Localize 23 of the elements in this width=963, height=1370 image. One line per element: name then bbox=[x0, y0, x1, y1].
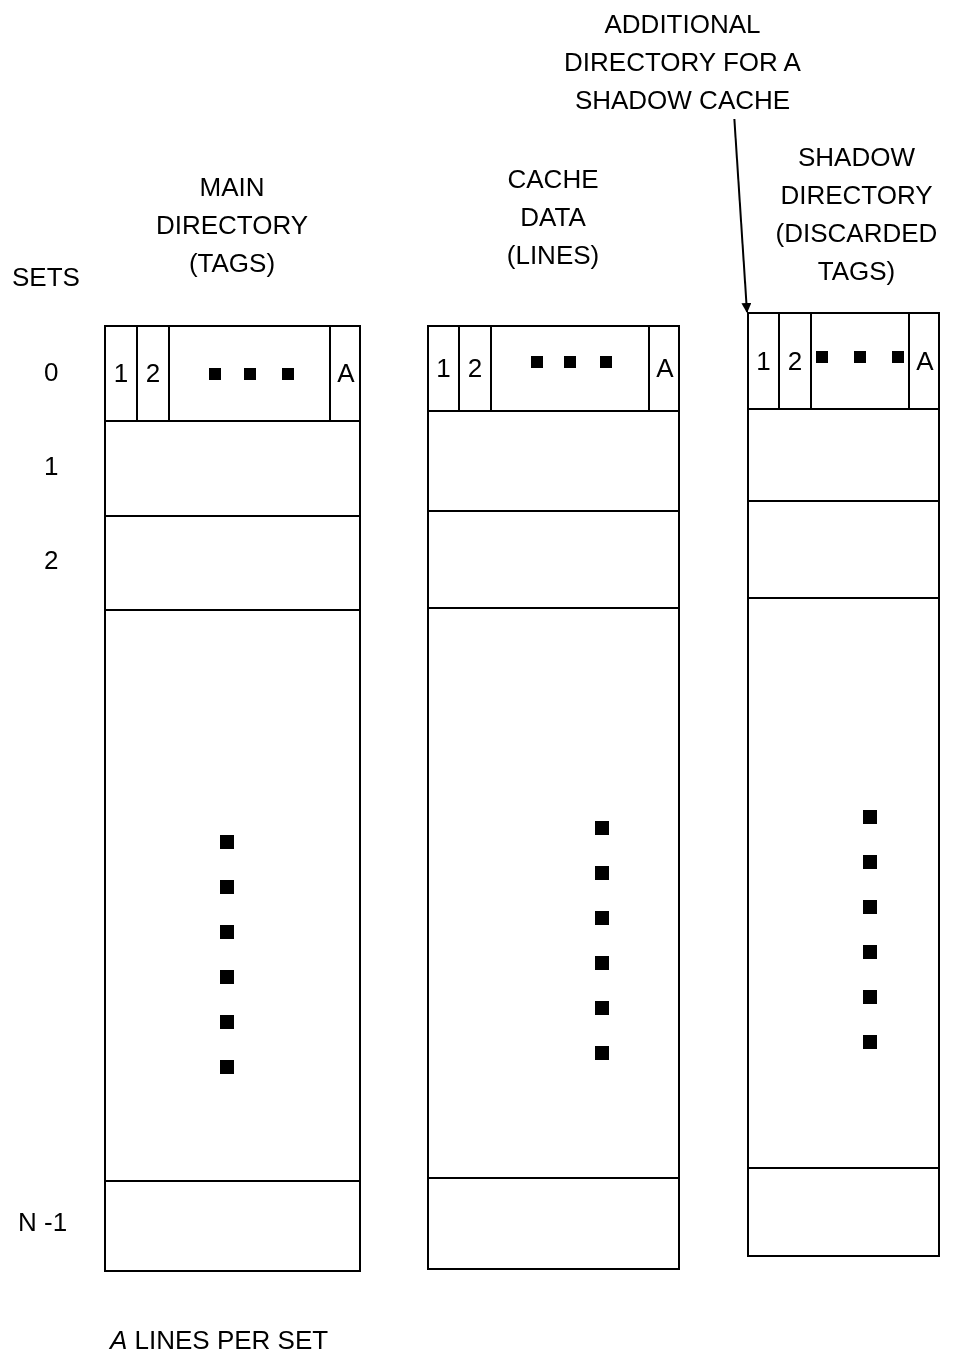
column-heading: MAIN DIRECTORY (TAGS) bbox=[154, 171, 310, 280]
callout-text: ADDITIONAL DIRECTORY FOR A SHADOW CACHE bbox=[530, 5, 835, 119]
way-cell: 2 bbox=[460, 327, 492, 410]
row-number: N -1 bbox=[18, 1207, 68, 1237]
way-cell: A bbox=[648, 327, 680, 410]
way-cell: 1 bbox=[749, 314, 780, 408]
way-cell: 1 bbox=[429, 327, 460, 410]
note: A LINES PER SET bbox=[110, 1325, 329, 1355]
row-number: 2 bbox=[44, 545, 59, 575]
way-cell: A bbox=[329, 327, 361, 420]
row-number: 1 bbox=[44, 451, 59, 481]
way-cell: A bbox=[908, 314, 940, 408]
arrow bbox=[733, 118, 752, 313]
way-cell: 2 bbox=[780, 314, 812, 408]
axis-title: SETS bbox=[12, 262, 80, 292]
column-heading: SHADOW DIRECTORY (DISCARDED TAGS) bbox=[774, 141, 939, 288]
way-cell: 2 bbox=[138, 327, 170, 420]
set-row bbox=[749, 314, 938, 410]
set-row bbox=[106, 327, 359, 422]
way-cell: 1 bbox=[106, 327, 138, 420]
set-row bbox=[429, 327, 678, 412]
column-heading: CACHE DATA (LINES) bbox=[505, 163, 601, 272]
row-number: 0 bbox=[44, 357, 59, 387]
